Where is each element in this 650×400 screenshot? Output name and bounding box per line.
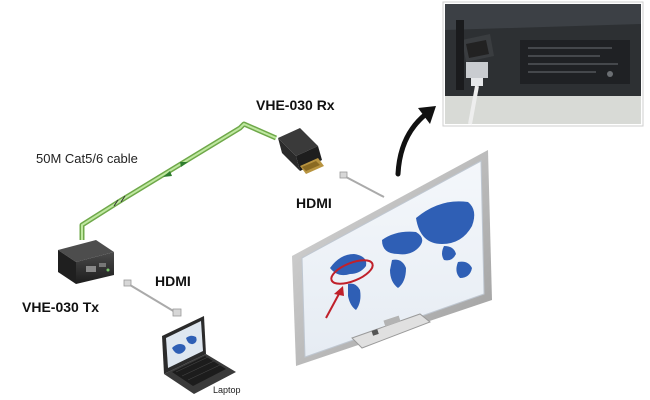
- cable-label: 50M Cat5/6 cable: [36, 151, 138, 166]
- cat-cable: [79, 121, 278, 240]
- laptop-label: Laptop: [213, 385, 241, 395]
- receiver-label: VHE-030 Rx: [256, 97, 335, 113]
- hdmi-label-left: HDMI: [155, 273, 191, 289]
- transmitter-device: [58, 240, 114, 284]
- hdmi-label-right: HDMI: [296, 195, 332, 211]
- hdmi-cable-left: [123, 279, 182, 317]
- interactive-whiteboard: [292, 150, 492, 366]
- receiver-device: [278, 128, 324, 174]
- photo-inset: [442, 1, 644, 127]
- laptop: [162, 316, 236, 394]
- arrow-to-photo: [395, 106, 436, 177]
- transmitter-label: VHE-030 Tx: [22, 299, 100, 315]
- hdmi-cable-right: [339, 171, 385, 198]
